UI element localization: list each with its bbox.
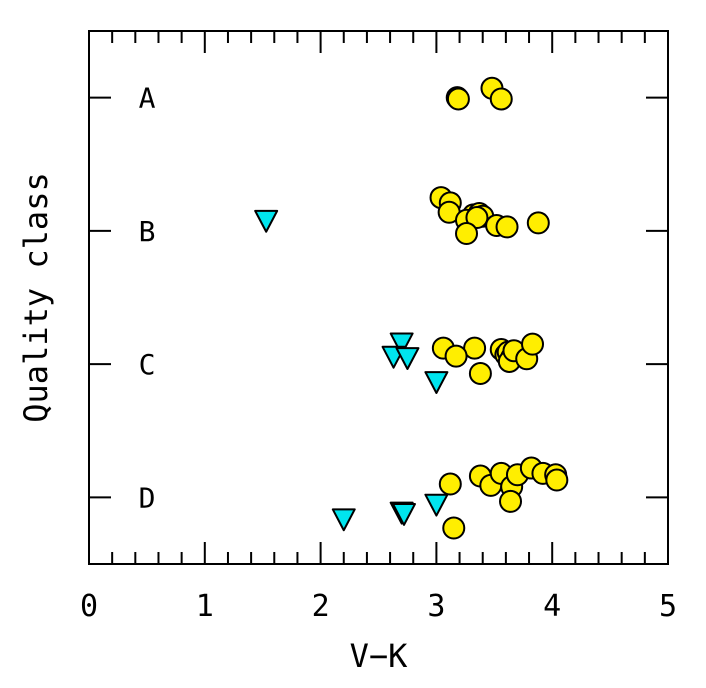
triangle-point <box>395 347 420 371</box>
data-points <box>254 76 569 540</box>
circle-point <box>465 206 489 230</box>
class-label: D <box>139 481 156 514</box>
x-tick-label: 2 <box>312 589 330 624</box>
circle-point <box>495 215 519 239</box>
x-tick-label: 0 <box>80 589 98 624</box>
triangle-point <box>424 493 449 517</box>
triangle-point <box>331 508 356 532</box>
circle-point <box>446 87 470 111</box>
x-tick-label: 3 <box>427 589 445 624</box>
circle-point <box>442 516 466 540</box>
class-label: C <box>139 348 156 381</box>
triangle-point <box>424 371 449 394</box>
circle-point <box>455 222 479 246</box>
x-tick-label: 5 <box>659 589 677 624</box>
class-labels: A B C D <box>139 82 156 515</box>
circle-point <box>521 332 545 356</box>
x-tick-label: 1 <box>196 589 214 624</box>
circle-point <box>438 472 462 496</box>
triangle-point <box>391 503 416 526</box>
circle-point <box>526 211 550 235</box>
x-axis-label: V−K <box>350 637 409 675</box>
axis-ticks <box>88 31 669 564</box>
circle-point <box>545 468 569 492</box>
class-label: B <box>139 215 156 248</box>
triangle-point <box>254 209 279 233</box>
triangle-point <box>389 332 414 356</box>
circle-point <box>489 87 513 111</box>
x-tick-labels: 0 1 2 3 4 5 <box>80 589 677 624</box>
y-axis-label: Quality class <box>17 172 55 422</box>
x-tick-label: 4 <box>543 589 561 624</box>
circle-point <box>444 344 468 368</box>
plot-frame <box>88 30 669 565</box>
circle-point <box>499 489 523 513</box>
class-label: A <box>139 82 156 115</box>
circle-point <box>468 361 492 385</box>
